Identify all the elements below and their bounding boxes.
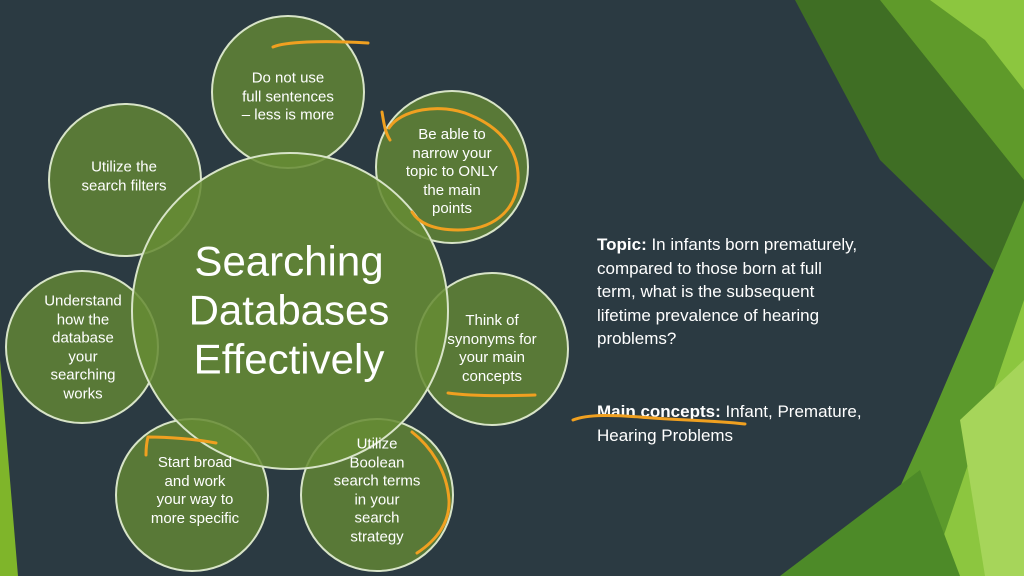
topic-block: Topic: In infants born prematurely, comp…	[597, 233, 859, 351]
main-concepts-block: Main concepts: Infant, Premature, Hearin…	[597, 400, 867, 447]
facet-highlight	[960, 360, 1024, 576]
node-label-search-filters: Utilize the search filters	[81, 158, 167, 195]
facet-mid	[880, 0, 1024, 180]
diagram-title: Searching Databases Effectively	[188, 237, 390, 383]
node-label-full-sentences: Do not use full sentences – less is more	[241, 69, 335, 124]
main-concepts-text: Infant, Premature, Hearing Problems	[597, 402, 862, 445]
facet-base	[780, 470, 960, 576]
node-label-synonyms: Think of synonyms for your main concepts	[447, 312, 537, 385]
node-label-boolean: Utilize Boolean search terms in your sea…	[333, 435, 421, 546]
facet-light-top	[930, 0, 1024, 90]
topic-label: Topic:	[597, 235, 647, 254]
node-label-understand-database: Understand how the database your searchi…	[44, 292, 122, 403]
facet-left-edge	[0, 360, 18, 576]
node-label-narrow-topic: Be able to narrow your topic to ONLY the…	[405, 125, 499, 217]
topic-text: In infants born prematurely, compared to…	[597, 235, 858, 348]
main-concepts-label: Main concepts:	[597, 402, 721, 421]
node-label-start-broad: Start broad and work your way to more sp…	[150, 454, 240, 527]
